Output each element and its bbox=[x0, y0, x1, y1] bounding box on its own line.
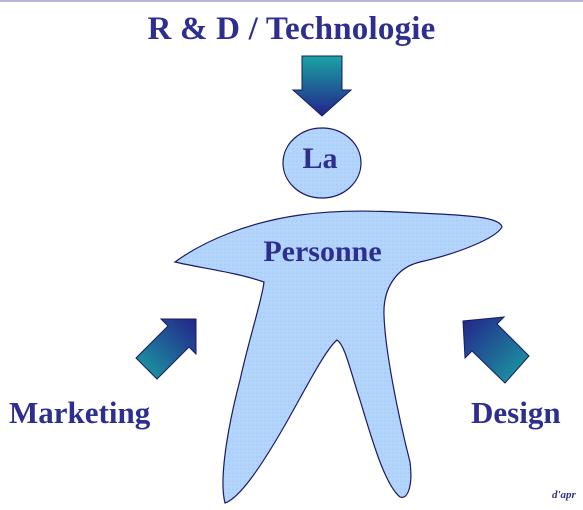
left-label: Marketing bbox=[9, 395, 151, 430]
down-arrow-icon bbox=[291, 55, 353, 117]
right-arrow-icon bbox=[462, 316, 530, 384]
figure-head bbox=[282, 127, 362, 199]
credit-text: d'apr bbox=[552, 489, 576, 501]
left-arrow-icon bbox=[135, 318, 197, 380]
figure-body bbox=[173, 210, 503, 504]
right-label: Design bbox=[471, 395, 561, 430]
top-border bbox=[0, 0, 583, 2]
top-label: R & D / Technologie bbox=[147, 11, 436, 47]
head-label: La bbox=[302, 142, 338, 175]
body-label: Personne bbox=[263, 235, 382, 268]
